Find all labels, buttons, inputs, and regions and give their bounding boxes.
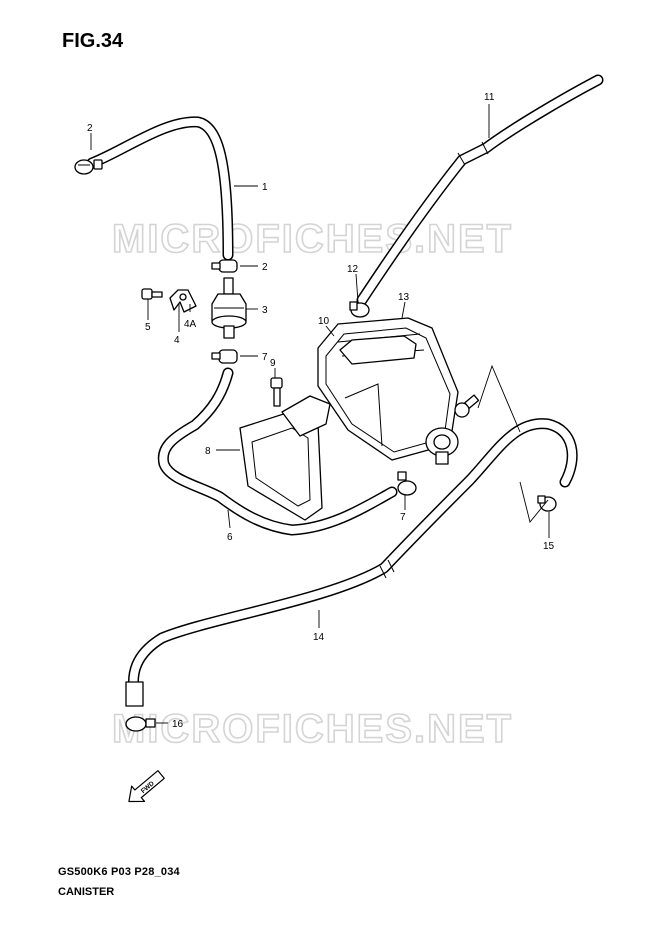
callout-16: 16 [172,719,184,730]
callout-8: 8 [205,446,211,457]
callout-15: 15 [543,541,555,552]
clamp-2-middle [211,259,238,273]
callout-7-upper: 7 [262,352,268,363]
bolt-9 [270,377,283,407]
callout-12: 12 [347,264,359,275]
valve-3 [211,277,247,339]
callout-4a: 4A [184,319,197,330]
callout-10: 10 [318,316,330,327]
hose-11 [356,74,604,306]
callout-7-lower: 7 [400,512,406,523]
clamp-12 [349,301,370,318]
bracket-4 [169,289,197,313]
watermark-top: MICROFICHES.NET [112,217,513,261]
hose-6 [157,367,398,536]
group-line-upper [477,364,521,433]
callout-2-upper: 2 [87,123,93,134]
callout-4: 4 [174,335,180,346]
canister-nipple [454,394,480,418]
callout-13: 13 [398,292,410,303]
canister-10 [317,317,459,461]
clamp-7-lower [397,471,417,496]
callout-9: 9 [270,358,276,369]
hose-14 [128,418,578,696]
callout-5: 5 [145,322,151,333]
figure-title: FIG.34 [62,30,124,52]
footer-code: GS500K6 P03 P28_034 [58,866,180,878]
watermark-bottom: MICROFICHES.NET [112,707,513,751]
callout-14: 14 [313,632,325,643]
clamp-7-upper [211,349,238,364]
leader-lines [90,104,550,724]
fwd-arrow-icon: FWD [128,770,165,803]
clamp-16 [125,716,156,732]
bracket-8 [239,395,331,521]
group-line-lower [519,481,549,523]
callout-11: 11 [484,92,495,103]
bolt-5 [141,288,163,300]
hose-1 [86,116,234,261]
callout-3: 3 [262,305,268,316]
clamp-2-upper [74,159,103,175]
hose-14-end [125,681,144,707]
footer-name: CANISTER [58,886,115,898]
clamp-15 [537,495,557,512]
callout-6: 6 [227,532,233,543]
callout-2-middle: 2 [262,262,268,273]
callout-1: 1 [262,182,268,193]
canister-fitting [425,427,459,465]
